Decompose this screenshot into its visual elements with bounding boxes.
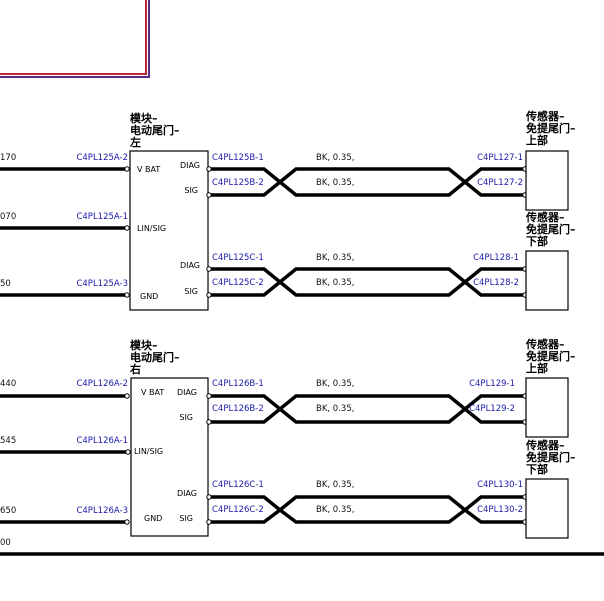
sensor-title-1: 传感器– bbox=[525, 337, 565, 351]
wire-spec: BK, 0.35, bbox=[316, 253, 354, 263]
terminal-dot bbox=[206, 192, 212, 198]
sensor-title-3: 上部 bbox=[526, 361, 548, 375]
wire-id: 50 bbox=[0, 279, 11, 289]
pin-label: C4PL125B-1 bbox=[212, 153, 264, 163]
sensor-title-2: 免提尾门– bbox=[526, 222, 576, 236]
port-lin-sig: LIN/SIG bbox=[137, 224, 166, 233]
wire-id: 545 bbox=[0, 436, 16, 446]
port-sig: SIG bbox=[179, 413, 193, 422]
top-frame bbox=[0, 0, 150, 78]
pin-label: C4PL127-2 bbox=[477, 178, 523, 188]
module-left-box bbox=[129, 150, 209, 311]
sensor-lower-box bbox=[525, 478, 569, 539]
terminal-dot bbox=[206, 393, 212, 399]
port-diag: DIAG bbox=[177, 489, 197, 498]
pin-label: C4PL129-2 bbox=[469, 404, 515, 414]
port-gnd: GND bbox=[144, 514, 162, 523]
sensor-title-1: 传感器– bbox=[525, 109, 565, 123]
module-right-title-3: 右 bbox=[129, 362, 141, 376]
terminal-dot bbox=[124, 166, 130, 172]
module-right-title-2: 电动尾门– bbox=[130, 350, 180, 364]
wire-id: 170 bbox=[0, 153, 16, 163]
terminal-dot bbox=[206, 166, 212, 172]
module-left-group: 模块– 电动尾门– 左 V BAT LIN/SIG GND DIAG SIG D… bbox=[0, 109, 576, 311]
terminal-dot bbox=[125, 449, 131, 455]
sensor-title-3: 下部 bbox=[526, 462, 548, 476]
sensor-upper-box bbox=[525, 377, 569, 438]
port-lin-sig: LIN/SIG bbox=[134, 447, 163, 456]
wire-spec: BK, 0.35, bbox=[316, 480, 354, 490]
module-right-box bbox=[130, 377, 209, 537]
wire-spec: BK, 0.35, bbox=[316, 505, 354, 515]
pin-label: C4PL130-1 bbox=[477, 480, 523, 490]
port-sig: SIG bbox=[184, 287, 198, 296]
wire-id: 440 bbox=[0, 379, 16, 389]
pin-label: C4PL126A-2 bbox=[76, 379, 128, 389]
sensor-title-2: 免提尾门– bbox=[526, 121, 576, 135]
terminal-dot bbox=[206, 266, 212, 272]
module-right-title-1: 模块– bbox=[130, 338, 158, 352]
wire-spec: BK, 0.35, bbox=[316, 278, 354, 288]
port-sig: SIG bbox=[179, 514, 193, 523]
sensor-lower-box bbox=[525, 250, 569, 311]
port-gnd: GND bbox=[140, 292, 158, 301]
twisted-pair bbox=[211, 394, 524, 424]
port-diag: DIAG bbox=[180, 161, 200, 170]
terminal-dot bbox=[206, 419, 212, 425]
sensor-upper-box bbox=[525, 150, 569, 211]
pin-label: C4PL126A-3 bbox=[76, 506, 128, 516]
terminal-dot bbox=[124, 225, 130, 231]
port-sig: SIG bbox=[184, 186, 198, 195]
pin-label: C4PL126C-1 bbox=[212, 480, 264, 490]
wire-spec: BK, 0.35, bbox=[316, 379, 354, 389]
wire-spec: BK, 0.35, bbox=[316, 404, 354, 414]
terminal-dot bbox=[206, 519, 212, 525]
module-left-title-3: 左 bbox=[129, 135, 141, 149]
pin-label: C4PL128-1 bbox=[473, 253, 519, 263]
terminal-dot bbox=[206, 494, 212, 500]
sensor-title-2: 免提尾门– bbox=[526, 450, 576, 464]
twisted-pair bbox=[211, 495, 524, 524]
module-right-group: 模块– 电动尾门– 右 V BAT LIN/SIG GND DIAG SIG D… bbox=[0, 337, 576, 539]
sensor-title-3: 下部 bbox=[526, 234, 548, 248]
wire-spec: BK, 0.35, bbox=[316, 153, 354, 163]
pin-label: C4PL126A-1 bbox=[76, 436, 128, 446]
pin-label: C4PL125A-3 bbox=[76, 279, 128, 289]
pin-label: C4PL128-2 bbox=[473, 278, 519, 288]
sensor-title-1: 传感器– bbox=[525, 438, 565, 452]
pin-label: C4PL127-1 bbox=[477, 153, 523, 163]
twisted-pair bbox=[211, 267, 524, 297]
sensor-title-1: 传感器– bbox=[525, 210, 565, 224]
port-diag: DIAG bbox=[177, 388, 197, 397]
module-left-title-2: 电动尾门– bbox=[130, 123, 180, 137]
pin-label: C4PL125A-2 bbox=[76, 153, 128, 163]
terminal-dot bbox=[124, 519, 130, 525]
sensor-title-2: 免提尾门– bbox=[526, 349, 576, 363]
pin-label: C4PL125A-1 bbox=[76, 212, 128, 222]
port-diag: DIAG bbox=[180, 261, 200, 270]
pin-label: C4PL125B-2 bbox=[212, 178, 264, 188]
module-left-title-1: 模块– bbox=[130, 111, 158, 125]
pin-label: C4PL125C-2 bbox=[212, 278, 264, 288]
terminal-dot bbox=[206, 292, 212, 298]
wire-id: 00 bbox=[0, 538, 11, 548]
pin-label: C4PL126B-2 bbox=[212, 404, 264, 414]
wire-id: 650 bbox=[0, 506, 16, 516]
pin-label: C4PL130-2 bbox=[477, 505, 523, 515]
terminal-dot bbox=[124, 393, 130, 399]
pin-label: C4PL125C-1 bbox=[212, 253, 264, 263]
wire-spec: BK, 0.35, bbox=[316, 178, 354, 188]
port-vbat: V BAT bbox=[137, 165, 160, 174]
twisted-pair bbox=[211, 167, 524, 197]
pin-label: C4PL129-1 bbox=[469, 379, 515, 389]
sensor-title-3: 上部 bbox=[526, 133, 548, 147]
pin-label: C4PL126C-2 bbox=[212, 505, 264, 515]
port-vbat: V BAT bbox=[141, 388, 164, 397]
wire-id: 070 bbox=[0, 212, 16, 222]
terminal-dot bbox=[124, 292, 130, 298]
pin-label: C4PL126B-1 bbox=[212, 379, 264, 389]
